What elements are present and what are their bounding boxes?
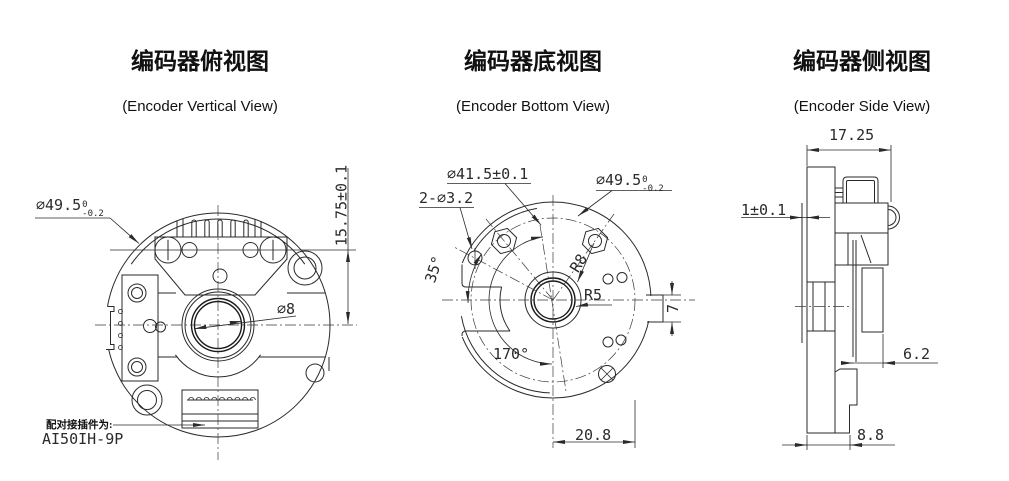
top-view-drawing xyxy=(35,168,357,460)
side-pcb xyxy=(121,274,159,382)
side-connector-body xyxy=(834,202,889,234)
side-tab xyxy=(646,294,664,323)
contact-pin xyxy=(852,240,857,362)
mating-connector-model: AI50IH-9P xyxy=(42,430,124,448)
side-view-title-cn: 编码器侧视图 xyxy=(793,49,931,74)
side-view-title-en: (Encoder Side View) xyxy=(793,98,931,115)
dim-angle-170: 170° xyxy=(493,345,530,363)
top-view-title: 编码器俯视图 (Encoder Vertical View) xyxy=(60,42,340,115)
mating-connector-note: 配对接插件为: xyxy=(46,420,113,431)
dim-radius-r5: R5 xyxy=(584,286,603,304)
dim-base-offset: 8.8 xyxy=(857,426,885,444)
dim-shaft-diameter: ∅8 xyxy=(277,300,296,318)
dim-plate-thickness: 1±0.1 xyxy=(741,201,787,219)
bottom-view-title-en: (Encoder Bottom View) xyxy=(456,98,610,115)
crossed-hole xyxy=(598,365,616,383)
dim-bolt-circle: ∅41.5±0.1 xyxy=(447,165,529,183)
dim-mount-height: 15.75±0.1 xyxy=(332,164,351,247)
dim-tab-width: 7 xyxy=(664,303,683,314)
base-step xyxy=(834,368,858,434)
connector-pins xyxy=(191,219,249,237)
top-view-title-cn: 编码器俯视图 xyxy=(131,49,269,74)
top-connector-plate xyxy=(154,236,288,296)
hex-nut-right xyxy=(581,227,609,255)
bottom-view-title-cn: 编码器底视图 xyxy=(464,49,602,74)
side-view-title: 编码器侧视图 (Encoder Side View) xyxy=(722,42,1002,115)
keyway-slot xyxy=(461,264,502,288)
left-keyway-notch xyxy=(106,306,115,350)
dim-connector-offset: 20.8 xyxy=(575,426,612,444)
top-view-title-en: (Encoder Vertical View) xyxy=(122,98,278,115)
latch-clip xyxy=(842,176,879,203)
dim-mount-holes: 2-∅3.2 xyxy=(419,189,474,207)
bottom-connector xyxy=(181,389,259,429)
bottom-view-drawing xyxy=(419,183,695,448)
side-view-drawing xyxy=(741,145,938,450)
dim-total-width: 17.25 xyxy=(829,126,875,144)
bottom-view-title: 编码器底视图 (Encoder Bottom View) xyxy=(393,42,673,115)
side-plate xyxy=(806,166,836,434)
dim-connector-depth: 6.2 xyxy=(903,345,931,363)
